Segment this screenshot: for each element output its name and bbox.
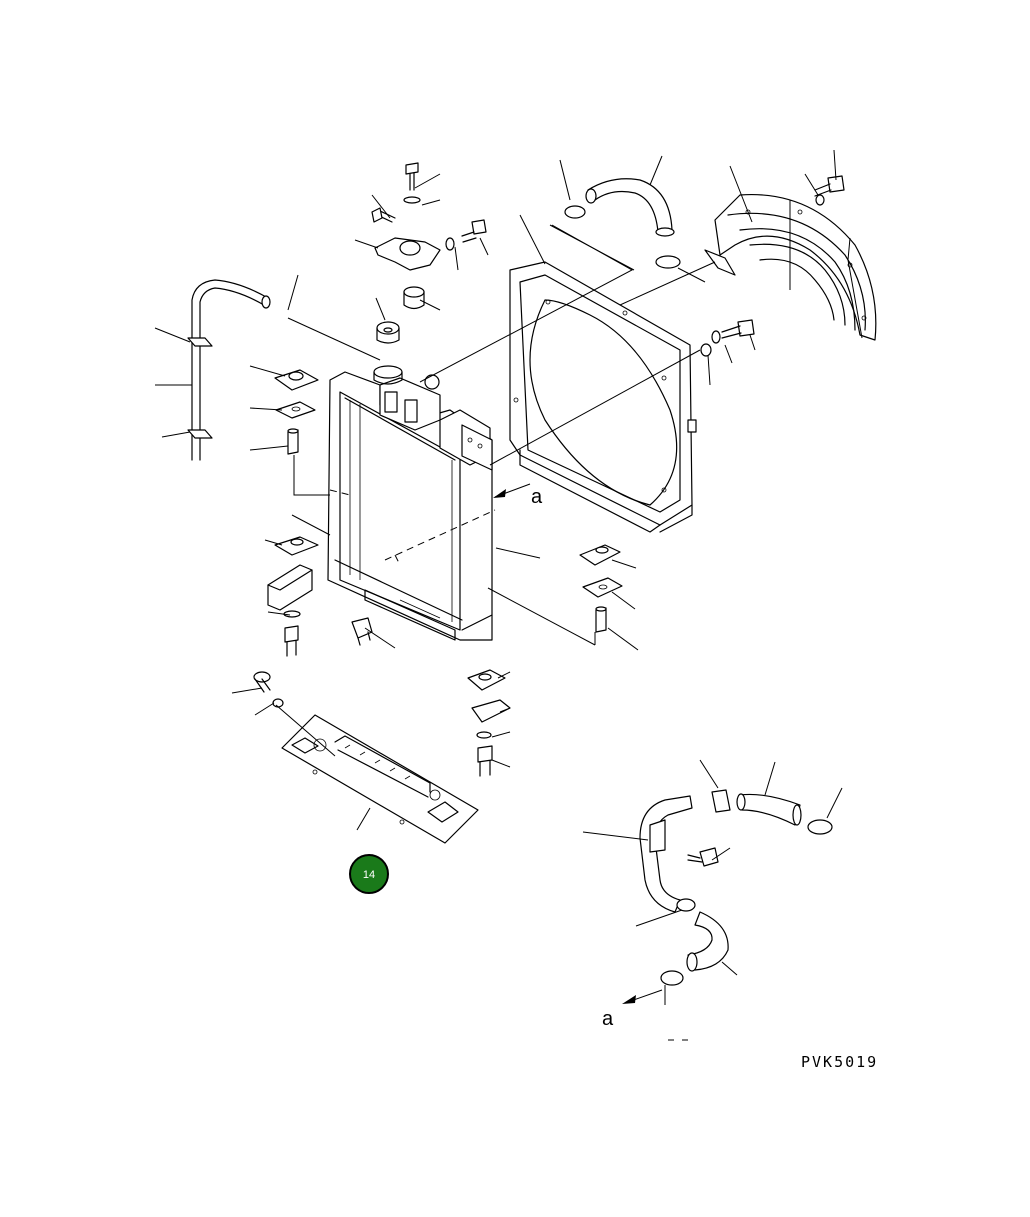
drawing-code: PVK5019 [801, 1053, 878, 1071]
radiator-assembly[interactable] [327, 365, 493, 641]
right-mount-parts[interactable] [467, 544, 623, 777]
view-label-a-upper: a [531, 486, 543, 508]
upper-hose[interactable] [564, 178, 681, 269]
callout-badge-14[interactable]: 14 [349, 854, 389, 894]
left-mount-parts[interactable] [267, 369, 373, 657]
leader-lines [154, 149, 863, 1005]
overflow-tube[interactable] [187, 279, 271, 461]
view-label-a-lower: a [602, 1008, 614, 1030]
fan-shroud[interactable] [509, 261, 697, 533]
lower-hose-assembly[interactable] [639, 789, 833, 986]
view-arrows [493, 483, 663, 1004]
cap-parts[interactable] [371, 162, 487, 344]
shroud-bolts[interactable] [700, 175, 845, 357]
callout-number: 14 [363, 869, 375, 881]
fan-guard[interactable] [704, 193, 877, 341]
under-plate[interactable] [253, 671, 479, 844]
